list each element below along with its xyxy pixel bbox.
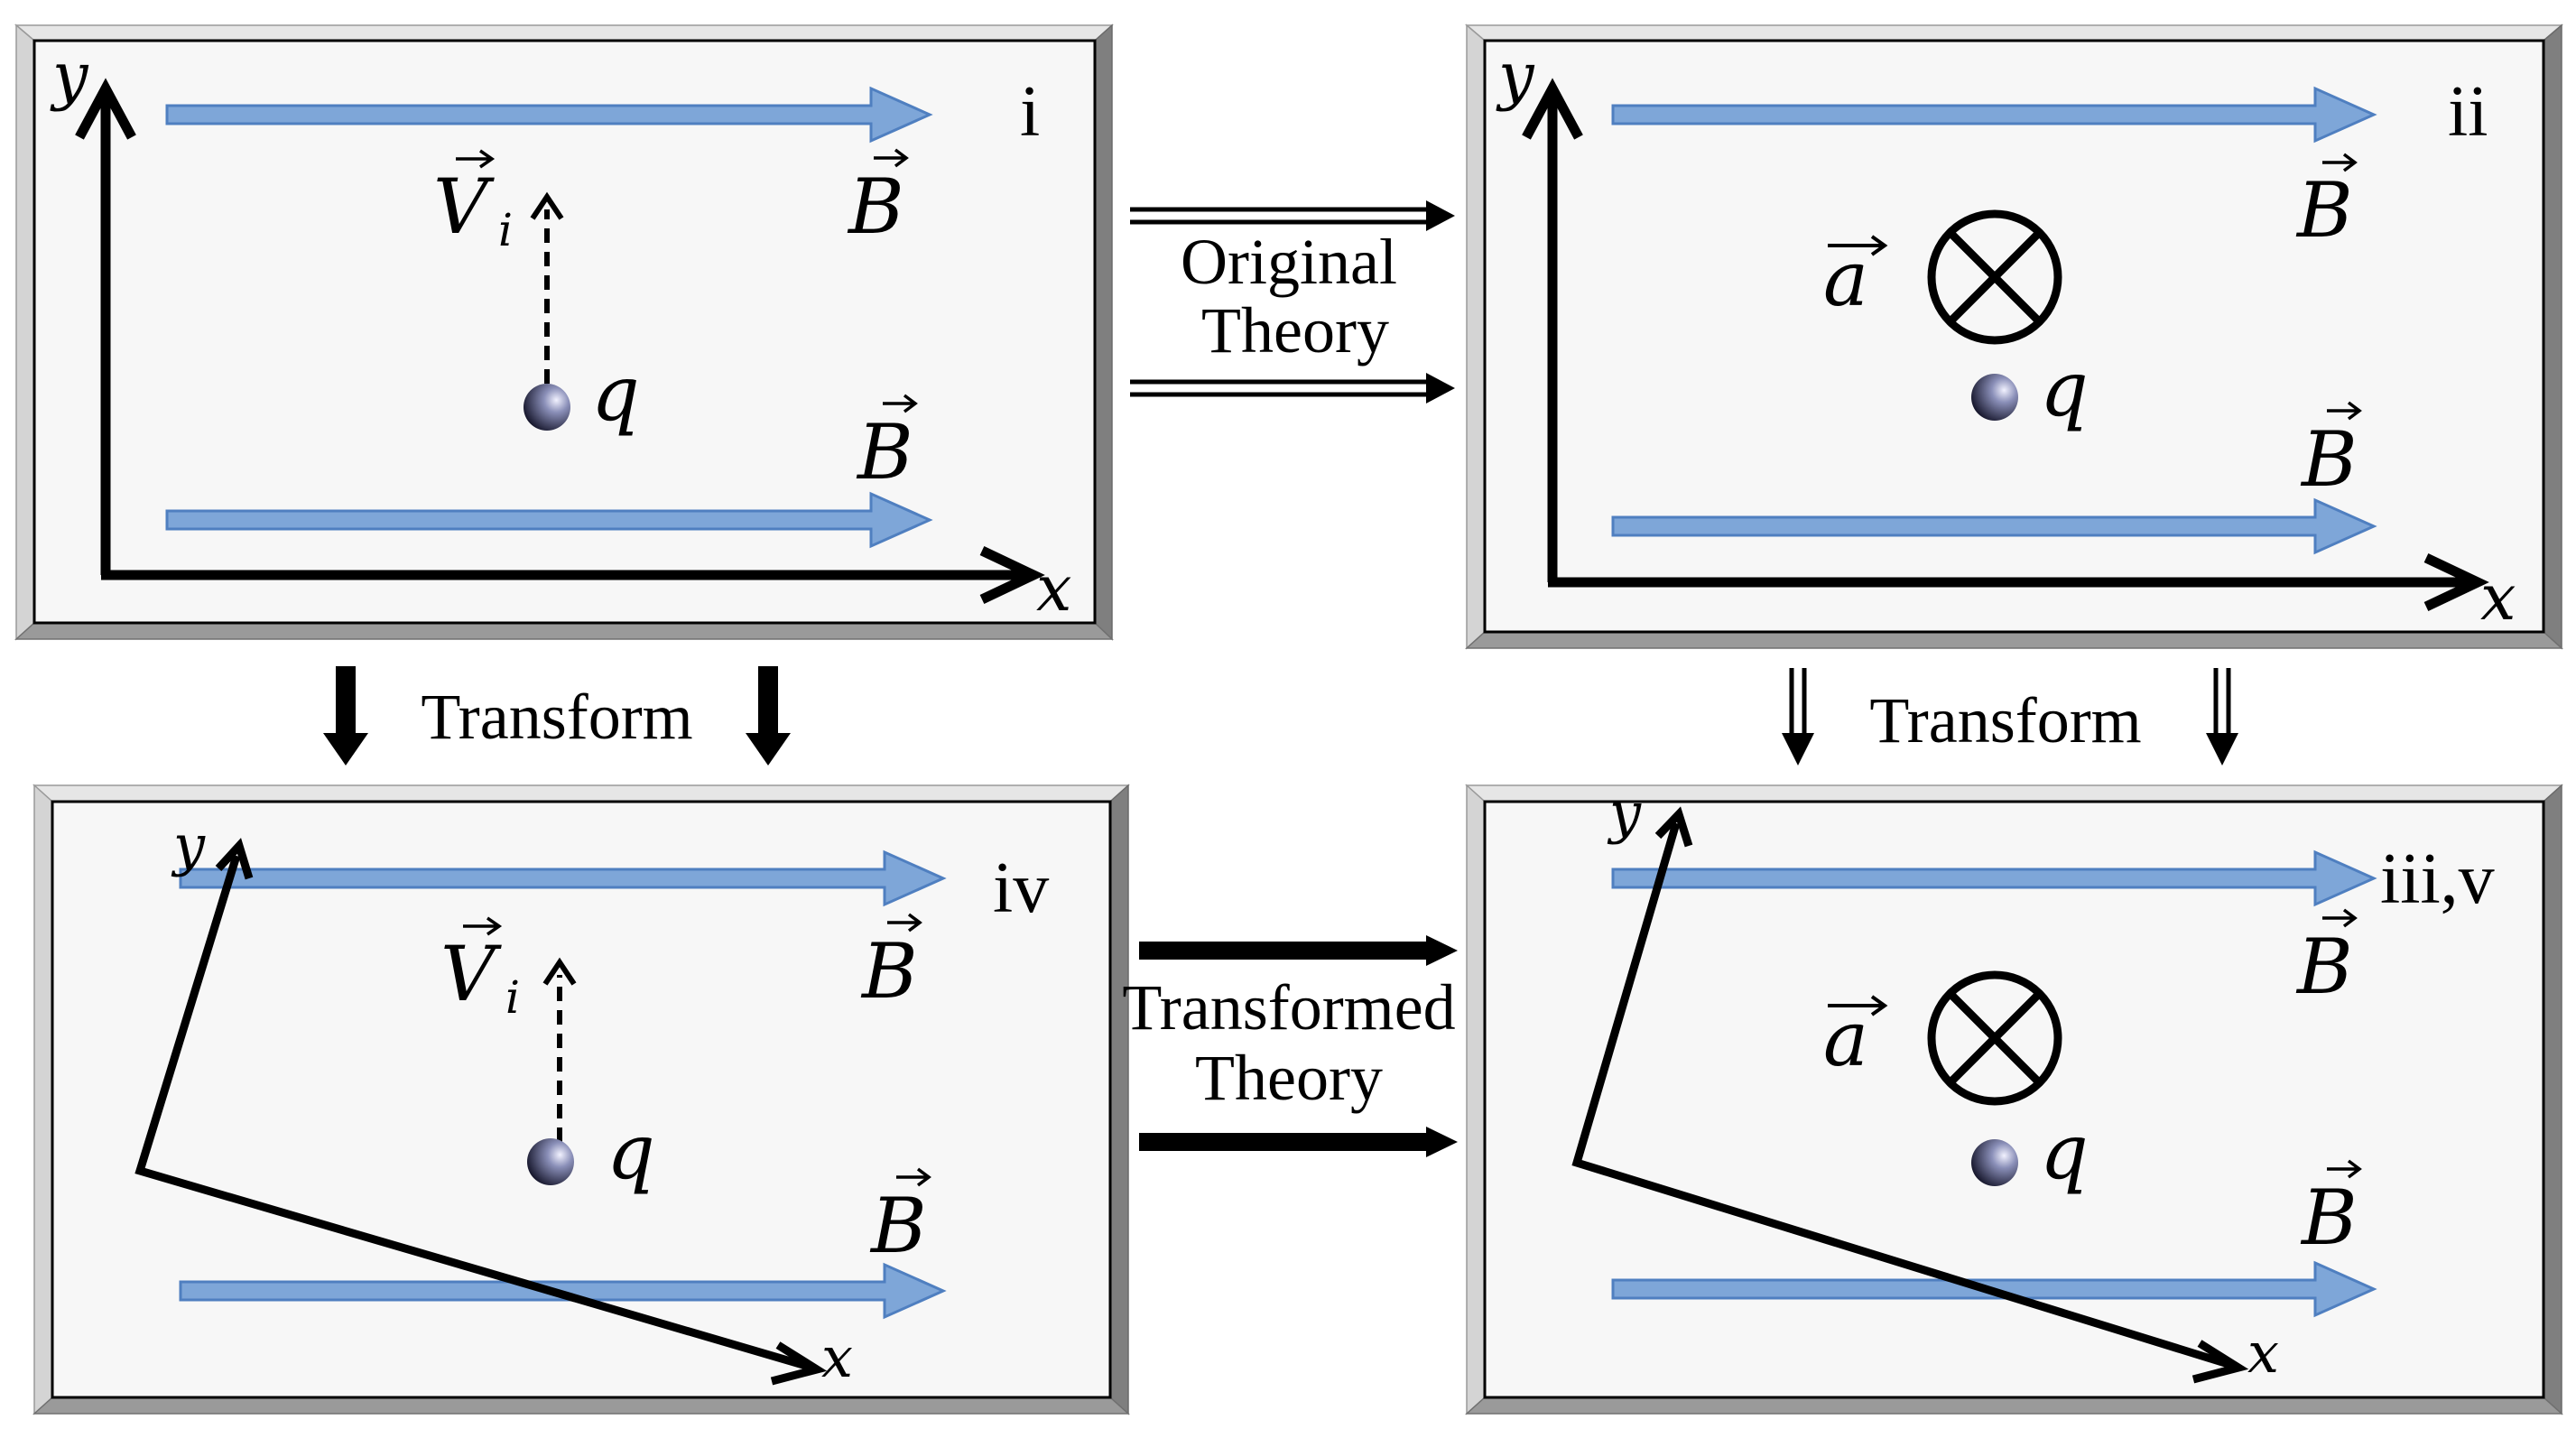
charge-ball: [1971, 1139, 2018, 1186]
charge-ball: [1971, 374, 2018, 421]
vector-hat: [1828, 235, 1888, 256]
field-label-bottom: B: [869, 1167, 931, 1270]
velocity-subscript: i: [498, 204, 513, 256]
field-label-top: B: [2295, 153, 2358, 255]
vector-hat: [883, 394, 918, 413]
rotated-axes: [1571, 821, 2236, 1370]
field-label-top: B: [2295, 908, 2358, 1011]
y-axis-label: y: [1496, 39, 1535, 113]
field-label-bottom: B: [856, 394, 918, 496]
transformed-theory-label-line2: Theory: [1195, 1042, 1383, 1114]
vector-hat: [1828, 995, 1888, 1016]
y-axis-head: [215, 838, 254, 880]
field-label-top: B: [860, 913, 922, 1016]
panel-iv: y x iv V i q B B: [32, 784, 1130, 1415]
x-axis-head: [2423, 553, 2489, 611]
vector-hat: [896, 1167, 931, 1187]
charge-label: q: [591, 349, 640, 438]
into-page-icon: [1927, 209, 2062, 345]
acceleration-label: a: [1823, 235, 1888, 323]
panel-ii: y x ii a q B B: [1464, 23, 2564, 650]
field-arrow-top: [1611, 86, 2377, 144]
velocity-arrow-head: [542, 957, 577, 986]
y-axis-head: [1654, 806, 1693, 848]
field-arrow-bottom: [1611, 497, 2377, 555]
acceleration-label: a: [1823, 995, 1888, 1083]
original-theory-arrows: [1130, 200, 1455, 404]
vector-hat: [2322, 908, 2358, 928]
panel-i: y x i V i q B B: [14, 23, 1114, 641]
y-axis-head: [1522, 78, 1583, 140]
x-axis-label: x: [1036, 552, 1071, 626]
transformed-theory-arrows: [1139, 935, 1458, 1157]
panel-label: ii: [2448, 72, 2488, 152]
velocity-symbol: V: [440, 930, 502, 1018]
panel-label: iii,v: [2380, 840, 2495, 919]
charge-ball: [527, 1138, 574, 1185]
y-axis-label: y: [1607, 780, 1642, 846]
field-label-bottom: B: [2300, 401, 2362, 504]
y-axis-label: y: [50, 39, 89, 113]
y-axis-head: [75, 78, 136, 140]
field-symbol: B: [847, 162, 904, 251]
field-symbol: B: [2300, 415, 2358, 504]
field-label-top: B: [847, 148, 909, 251]
field-symbol: B: [856, 408, 913, 496]
field-arrow-top: [1611, 849, 2377, 907]
velocity-label: V i: [440, 916, 520, 1024]
into-page-icon: [1927, 970, 2062, 1106]
field-arrow-bottom: [165, 491, 933, 549]
velocity-subscript: i: [505, 971, 520, 1024]
vector-hat: [887, 913, 922, 933]
x-axis-head: [979, 546, 1045, 604]
field-symbol: B: [869, 1182, 927, 1270]
transform-left-arrows: [323, 666, 791, 766]
transform-right-arrows: [1782, 668, 2238, 766]
transform-left-label: Transform: [421, 681, 692, 753]
accel-symbol: a: [1823, 235, 1868, 323]
vector-hat: [463, 916, 503, 936]
velocity-arrow-head: [530, 191, 564, 220]
velocity-symbol: V: [433, 162, 495, 251]
field-symbol: B: [2300, 1174, 2358, 1262]
vector-hat: [2322, 153, 2358, 172]
field-symbol: B: [860, 927, 918, 1016]
field-arrow-top: [179, 849, 947, 907]
vector-hat: [2327, 1159, 2362, 1179]
vector-hat: [874, 148, 909, 168]
field-arrow-top: [165, 86, 933, 144]
transform-right-label: Transform: [1869, 684, 2141, 756]
x-axis-label: x: [2247, 1320, 2279, 1386]
charge-label: q: [2040, 1108, 2089, 1196]
x-axis-head: [770, 1341, 828, 1386]
charge-label: q: [2040, 345, 2089, 433]
panel-label: i: [1020, 72, 1040, 152]
field-symbol: B: [2295, 166, 2353, 255]
transformed-theory-label-line1: Transformed: [1122, 971, 1455, 1044]
charge-ball: [524, 384, 570, 431]
panel-label: iv: [993, 849, 1049, 928]
velocity-label: V i: [433, 149, 513, 256]
field-label-bottom: B: [2300, 1159, 2362, 1262]
field-symbol: B: [2295, 923, 2353, 1011]
original-theory-label-line1: Original: [1181, 226, 1397, 298]
x-axis-label: x: [821, 1324, 853, 1390]
vector-hat: [456, 149, 496, 169]
rotated-axes: [134, 854, 814, 1372]
charge-label: q: [607, 1108, 655, 1196]
panel-v: y x iii,v a q B B: [1465, 780, 2563, 1415]
accel-symbol: a: [1823, 995, 1868, 1083]
y-axis-label: y: [171, 812, 206, 878]
x-axis-head: [2191, 1340, 2249, 1384]
vector-hat: [2327, 401, 2362, 421]
original-theory-label-line2: Theory: [1201, 294, 1389, 367]
x-axis-label: x: [2480, 561, 2516, 635]
